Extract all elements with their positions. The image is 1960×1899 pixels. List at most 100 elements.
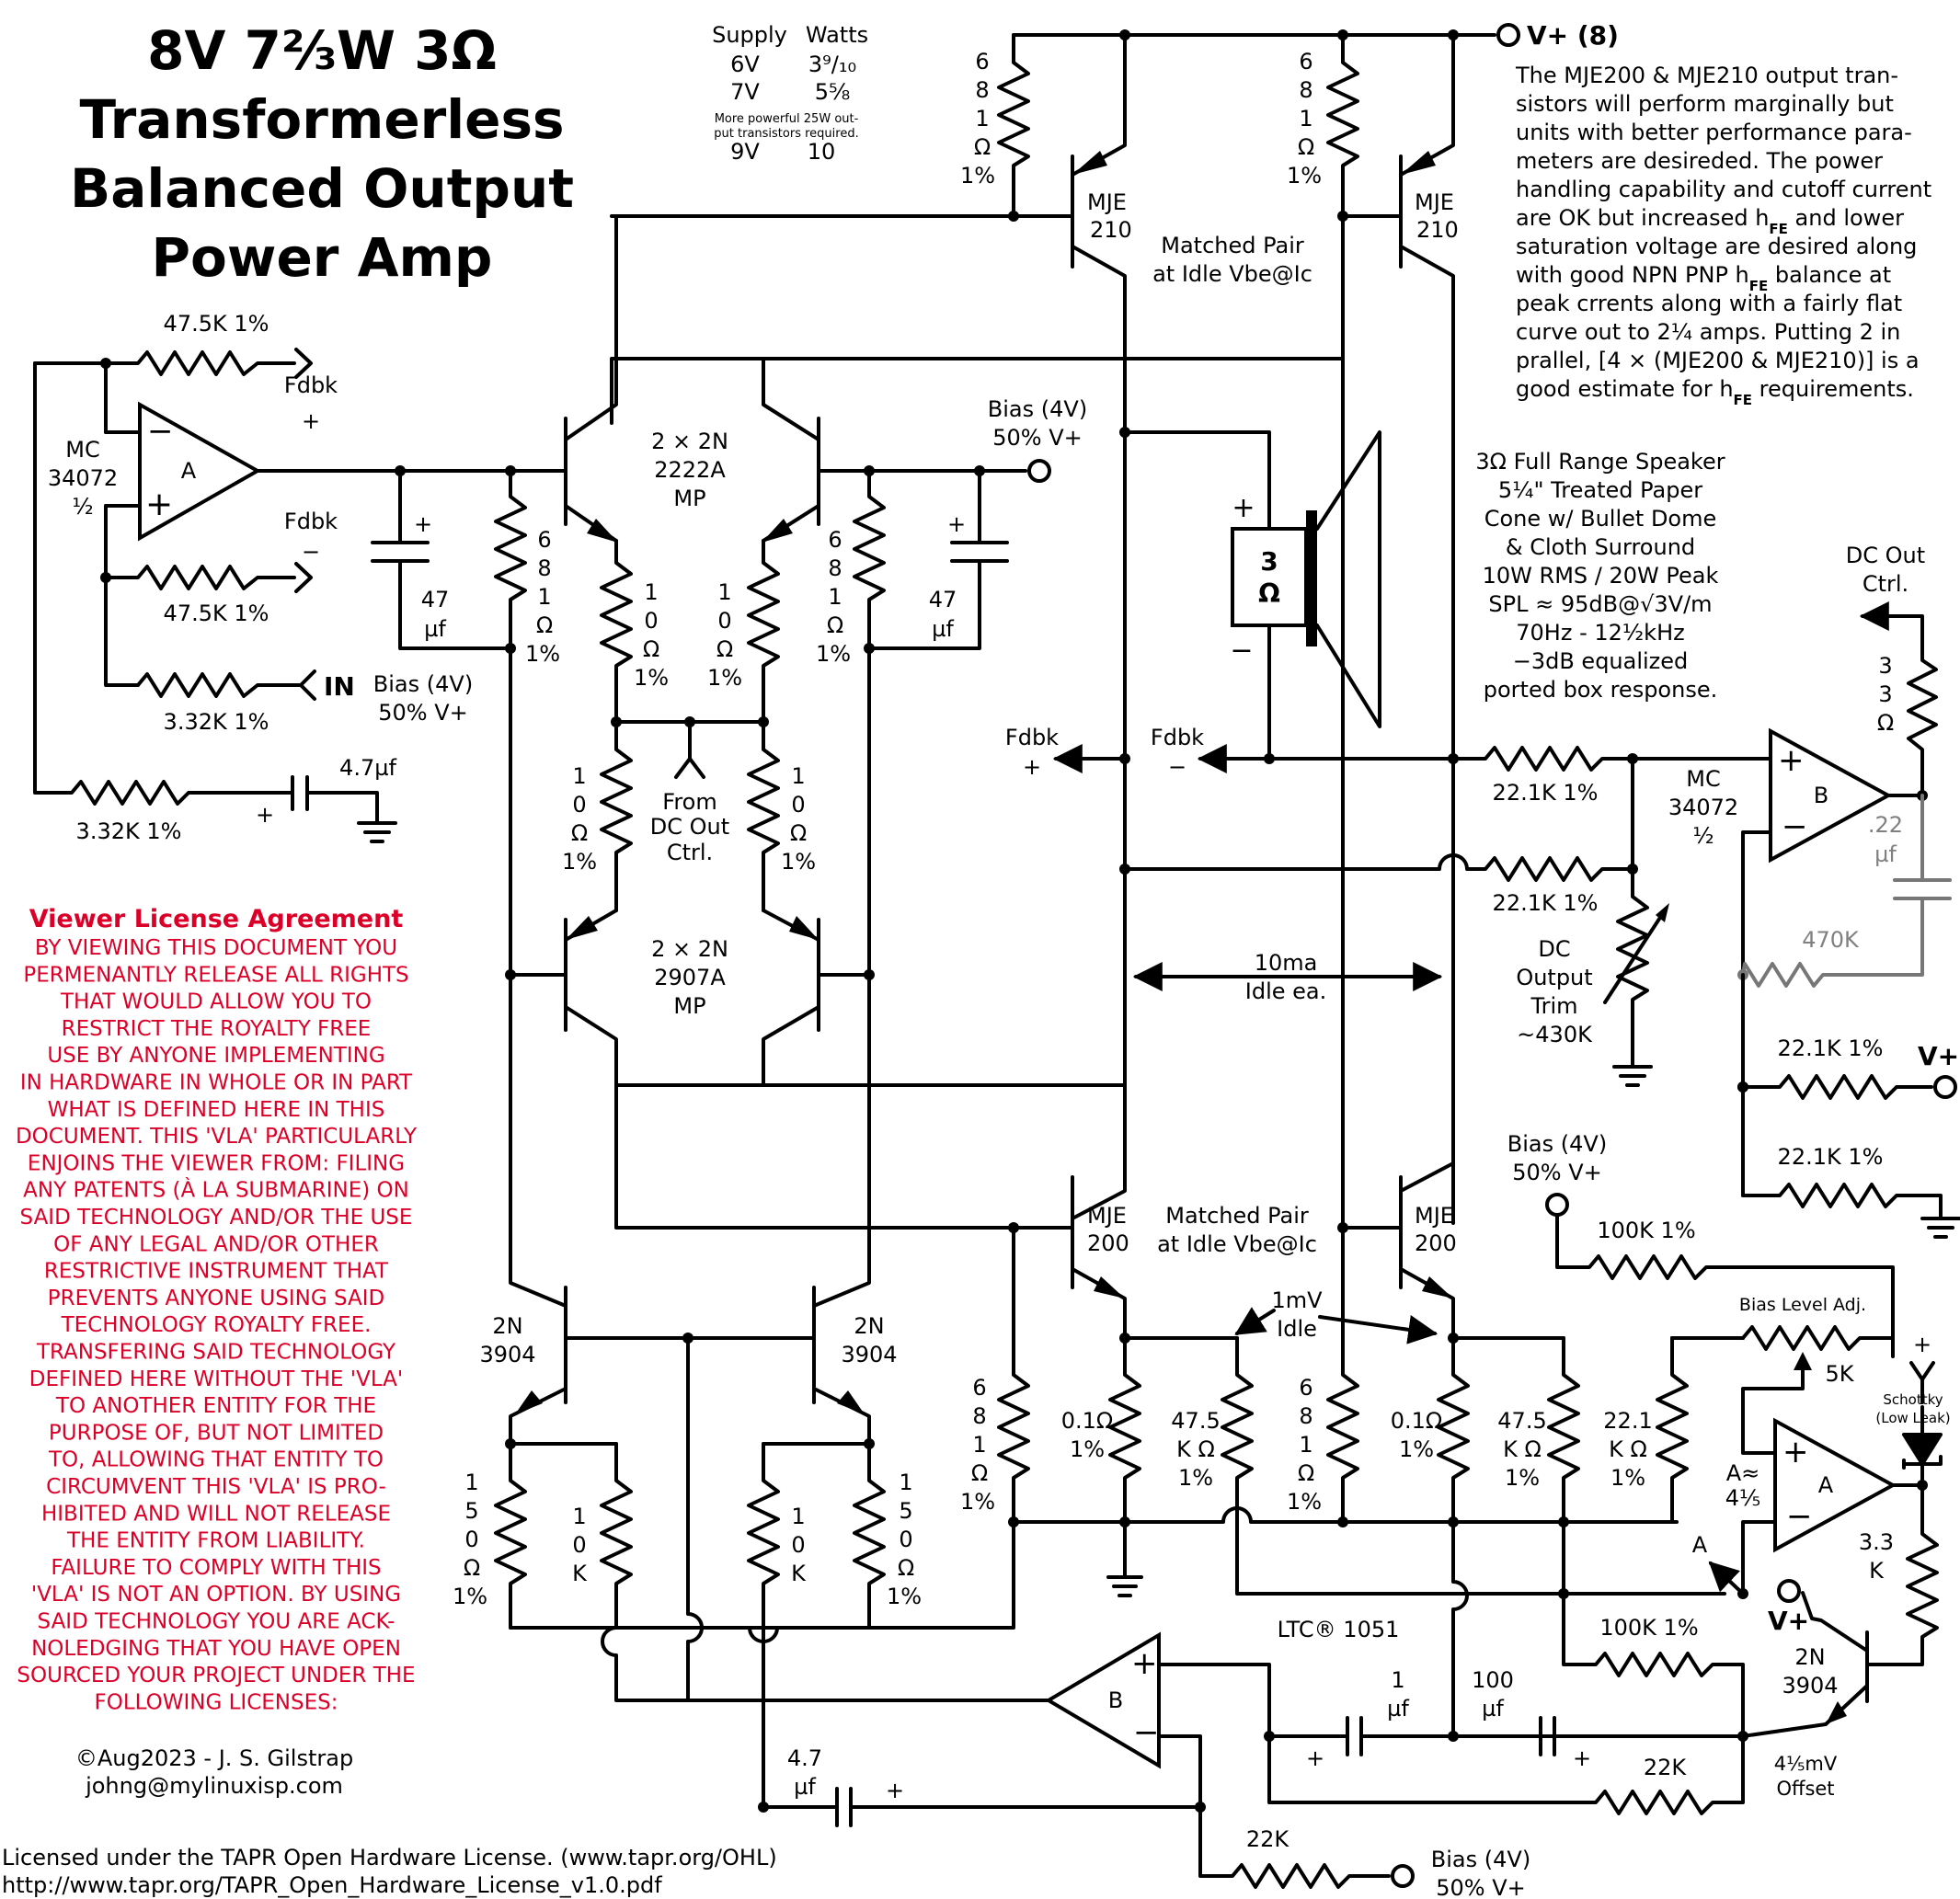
mc-label: ½ (72, 494, 93, 520)
mc-label: 34072 (48, 465, 118, 491)
r681-label: Ω (1298, 134, 1314, 160)
bias-label: Bias (4V) (988, 396, 1087, 422)
r5k-label: 5K (1825, 1361, 1854, 1387)
r150-label: 1% (887, 1584, 922, 1609)
r681-label: 6 (975, 49, 989, 74)
supply-note-2: put transistors required. (714, 127, 858, 141)
license-line: RESTRICT THE ROYALTY FREE (62, 1017, 372, 1041)
bias-label: 50% V+ (1436, 1875, 1526, 1899)
speaker-note-line: ported box response. (1484, 677, 1717, 703)
r332k-label: 3.32K 1% (76, 818, 182, 844)
cap47-label: 47 (929, 587, 957, 612)
q3904-label: 3904 (1782, 1673, 1838, 1699)
fdbk-minus-label: Fdbk (1151, 725, 1204, 750)
in-label: IN (324, 671, 355, 702)
minus-sign: − (1782, 808, 1808, 845)
mje210-label: MJE (1087, 189, 1127, 215)
cap-plus: + (256, 802, 274, 828)
r681-label: Ω (1298, 1460, 1314, 1486)
trim-label: Trim (1530, 993, 1577, 1019)
license-line: SOURCED YOUR PROJECT UNDER THE (17, 1664, 415, 1687)
q3904-label: 2N (1794, 1644, 1825, 1670)
license-line: TECHNOLOGY ROYALTY FREE. (61, 1313, 372, 1337)
r681-label: 6 (828, 527, 842, 553)
speaker-minus: − (1230, 635, 1253, 667)
r22k-label: 22K (1644, 1755, 1688, 1780)
r681-label: 1% (960, 163, 995, 189)
idle1-label: Idle (1277, 1316, 1317, 1342)
r01-label: 1% (1070, 1436, 1105, 1462)
license-line: OF ANY LEGAL AND/OR OTHER (53, 1232, 379, 1256)
speaker-note-line: & Cloth Surround (1506, 534, 1695, 560)
supply-note-1: More powerful 25W out- (715, 112, 859, 126)
r681-label: 8 (972, 1403, 986, 1429)
note-line: curve out to 2¼ amps. Putting 2 in (1516, 319, 1900, 345)
cap-plus: + (947, 511, 966, 537)
r10-label: Ω (790, 820, 807, 846)
r10-label: Ω (716, 636, 733, 662)
vplus-label: V+ (1768, 1606, 1809, 1636)
license-line: USE BY ANYONE IMPLEMENTING (47, 1044, 384, 1068)
vplus8-label: V+ (8) (1527, 20, 1619, 51)
plus-sign: + (1131, 1645, 1158, 1682)
schottky-label: (Low Leak) (1875, 1410, 1950, 1426)
r33k-label: K (1869, 1558, 1885, 1584)
q3904-label: 3904 (841, 1342, 897, 1367)
minus-sign: − (1786, 1498, 1813, 1535)
r10k-label: 1 (791, 1504, 805, 1529)
a-arrow-label: A (1692, 1532, 1708, 1558)
license-line: THE ENTITY FROM LIABILITY. (66, 1529, 365, 1553)
q2907-label: MP (673, 993, 705, 1019)
license-line: PERMENANTLY RELEASE ALL RIGHTS (23, 963, 408, 987)
footer-url: http://www.tapr.org/TAPR_Open_Hardware_L… (2, 1872, 662, 1898)
r681-label: 8 (1299, 77, 1312, 103)
supply-table: Supply Watts 6V 3⁹/₁₀ 7V 5⅝ More powerfu… (712, 22, 868, 165)
license-line: TO ANOTHER ENTITY FOR THE (55, 1394, 376, 1418)
r10-label: 1% (781, 849, 816, 875)
r10k-label: 1 (572, 1504, 586, 1529)
cap-plus: + (414, 511, 432, 537)
r681-label: 1% (1287, 1489, 1322, 1515)
r10-label: 1% (562, 849, 597, 875)
license-line: PURPOSE OF, BUT NOT LIMITED (49, 1421, 384, 1445)
r332k-label: 3.32K 1% (164, 709, 269, 735)
note-line-hfe-1: are OK but increased hFE and lower (1516, 205, 1904, 237)
plus-sign: + (145, 486, 173, 523)
license-line: ENJOINS THE VIEWER FROM: FILING (28, 1151, 405, 1175)
r10k-label: 0 (572, 1532, 586, 1558)
fdbk-plus-label: Fdbk (1005, 725, 1059, 750)
bias-adj-label: Bias Level Adj. (1739, 1295, 1866, 1315)
matched-pair-label: Matched Pair (1165, 1203, 1309, 1229)
speaker-label: Ω (1258, 578, 1280, 609)
r10-label: 1% (707, 665, 742, 691)
speaker-note-line: SPL ≈ 95dB@√3V/m (1488, 591, 1712, 617)
cap-plus: + (1306, 1745, 1324, 1771)
trim-label: ~430K (1517, 1022, 1593, 1047)
fdbk-plus-label: Fdbk (284, 372, 338, 398)
r681-label: 1% (1287, 163, 1322, 189)
note-line: sistors will perform marginally but (1516, 91, 1894, 117)
supply-row-1-v: 6V (730, 51, 760, 77)
r33-label: Ω (1877, 710, 1894, 736)
r681-label: 1 (975, 106, 989, 132)
speaker-note-line: −3dB equalized (1513, 648, 1689, 674)
r681-label: 8 (537, 555, 551, 581)
mje210-left: 6 8 1 Ω 1% MJE 210 Matched Pair at Idle … (960, 33, 1312, 351)
bias-label: Bias (4V) (1507, 1131, 1607, 1157)
r221k-label: 22.1K 1% (1778, 1035, 1884, 1061)
r681-label: 6 (972, 1375, 986, 1401)
r681-label: 1 (972, 1432, 986, 1458)
speaker-note-line: 10W RMS / 20W Peak (1483, 563, 1719, 589)
opamp-a-label: A (1818, 1472, 1834, 1498)
q3904-label: 2N (492, 1313, 522, 1339)
r10-label: 0 (572, 792, 586, 818)
c100-label: µf (1482, 1696, 1504, 1722)
r33k-label: 3.3 (1859, 1529, 1894, 1555)
note-line: peak crrents along with a fairly flat (1516, 291, 1902, 316)
from-dc-label: From (662, 789, 716, 815)
c1-label: µf (1387, 1696, 1409, 1722)
q3904-label: 3904 (479, 1342, 535, 1367)
r150-label: 5 (899, 1498, 912, 1524)
opamp-a-label: A (181, 458, 197, 484)
r681-label: 6 (1299, 1375, 1312, 1401)
